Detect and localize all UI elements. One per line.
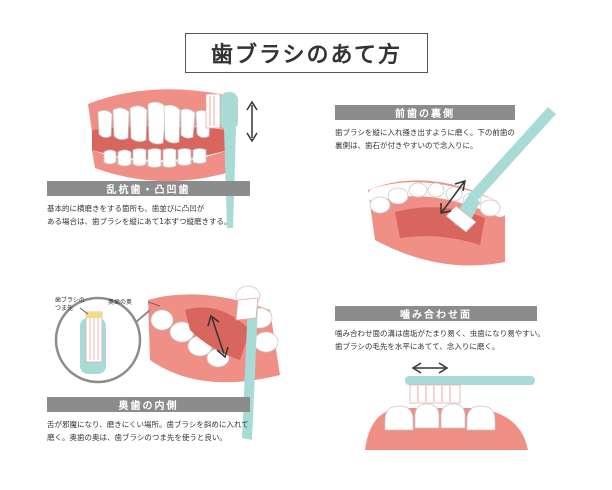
desc-front-inner-line1: 歯ブラシを縦に入れ掻き出すように磨く。下の前歯の bbox=[335, 128, 515, 137]
label-brush-tip-line1: 歯ブラシの bbox=[55, 297, 85, 304]
heading-crowded-teeth: 乱杭歯・凸凹歯 bbox=[47, 181, 250, 196]
desc-back-inner-line2: 磨く。奥歯の奥は、歯ブラシのつま先を使うと良い。 bbox=[47, 433, 227, 442]
heading-front-inner: 前歯の裏側 bbox=[335, 105, 515, 120]
page-title: 歯ブラシのあて方 bbox=[185, 33, 428, 73]
back-inner-illustration bbox=[54, 285, 280, 440]
front-inner-illustration bbox=[368, 107, 556, 266]
desc-crowded-teeth-line2: ある場合は、歯ブラシを縦にあて1本ずつ縦磨きする。 bbox=[47, 217, 232, 226]
heading-occlusal: 噛み合わせ面 bbox=[335, 306, 537, 321]
label-brush-tip-line2: つま先 bbox=[55, 305, 74, 312]
desc-occlusal-line1: 噛み合わせ面の溝は歯垢がたまり易く、虫歯になり易やすい。 bbox=[335, 329, 545, 338]
desc-front-inner-line2: 裏側は、歯石が付きやすいので念入りに。 bbox=[335, 141, 478, 150]
heading-back-inner: 奥歯の内側 bbox=[47, 397, 250, 412]
label-back-of-molars: 奥歯の奥 bbox=[108, 299, 133, 306]
desc-crowded-teeth-line1: 基本的に横磨きをする箇所も、歯並びに凸凹が bbox=[47, 204, 205, 213]
crowded-teeth-illustration bbox=[88, 89, 258, 228]
occlusal-illustration bbox=[365, 362, 535, 450]
desc-occlusal-line2: 歯ブラシの毛先を水平にあてて、念入りに磨く。 bbox=[335, 342, 500, 351]
desc-back-inner-line1: 舌が邪魔になり、磨きにくい場所。歯ブラシを斜めに入れて bbox=[47, 420, 249, 429]
